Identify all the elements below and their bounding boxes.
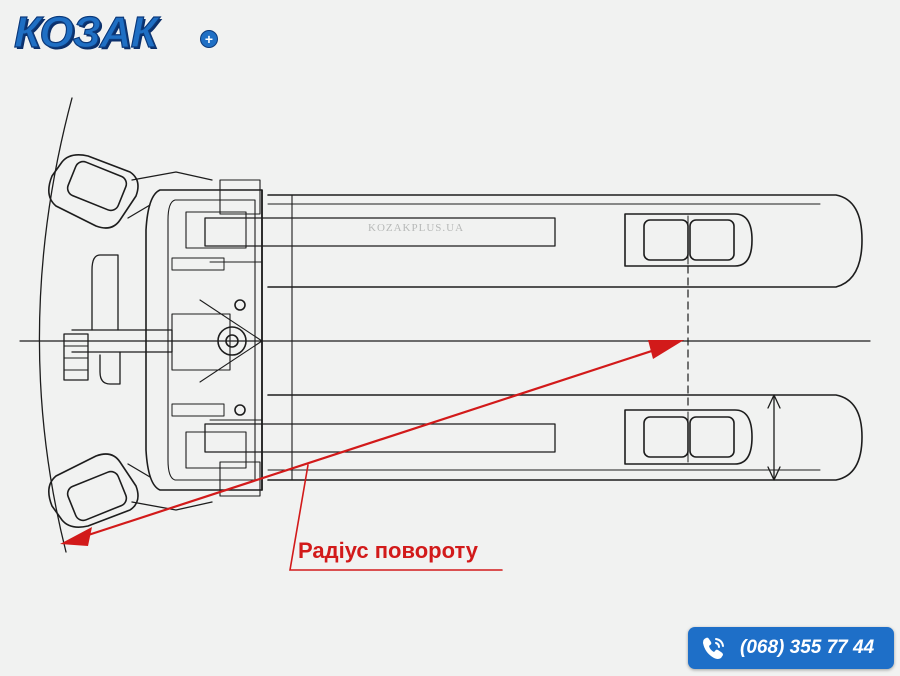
- turning-radius-annotation: [60, 340, 684, 571]
- phone-number[interactable]: (068) 355 77 44: [740, 637, 875, 658]
- tiller-handle: [71, 329, 173, 353]
- fork-wheel-lower: [624, 409, 753, 465]
- label-leader-line: [289, 464, 503, 571]
- brand-logo: КОЗАК +: [13, 7, 218, 58]
- fork-wheel-upper: [624, 213, 753, 267]
- fork-upper: [267, 194, 863, 288]
- turning-radius-label: Радіус повороту: [298, 538, 479, 563]
- logo-plus-badge: +: [200, 30, 218, 48]
- pivot-hub: [217, 326, 247, 356]
- radius-arrowhead-start: [60, 527, 92, 546]
- watermark: KOZAKPLUS.UA: [368, 222, 465, 234]
- turning-arc: [38, 97, 73, 553]
- phone-button[interactable]: (068) 355 77 44: [688, 627, 894, 669]
- fork-lower: [267, 394, 863, 481]
- radius-arrow-line: [74, 345, 666, 541]
- radius-arrowhead-end: [648, 340, 684, 359]
- caster-upper: [48, 154, 139, 229]
- phone-call-icon: [703, 637, 724, 659]
- logo-text: КОЗАК: [13, 7, 158, 57]
- caster-lower: [48, 453, 139, 528]
- chassis-body: [145, 189, 263, 491]
